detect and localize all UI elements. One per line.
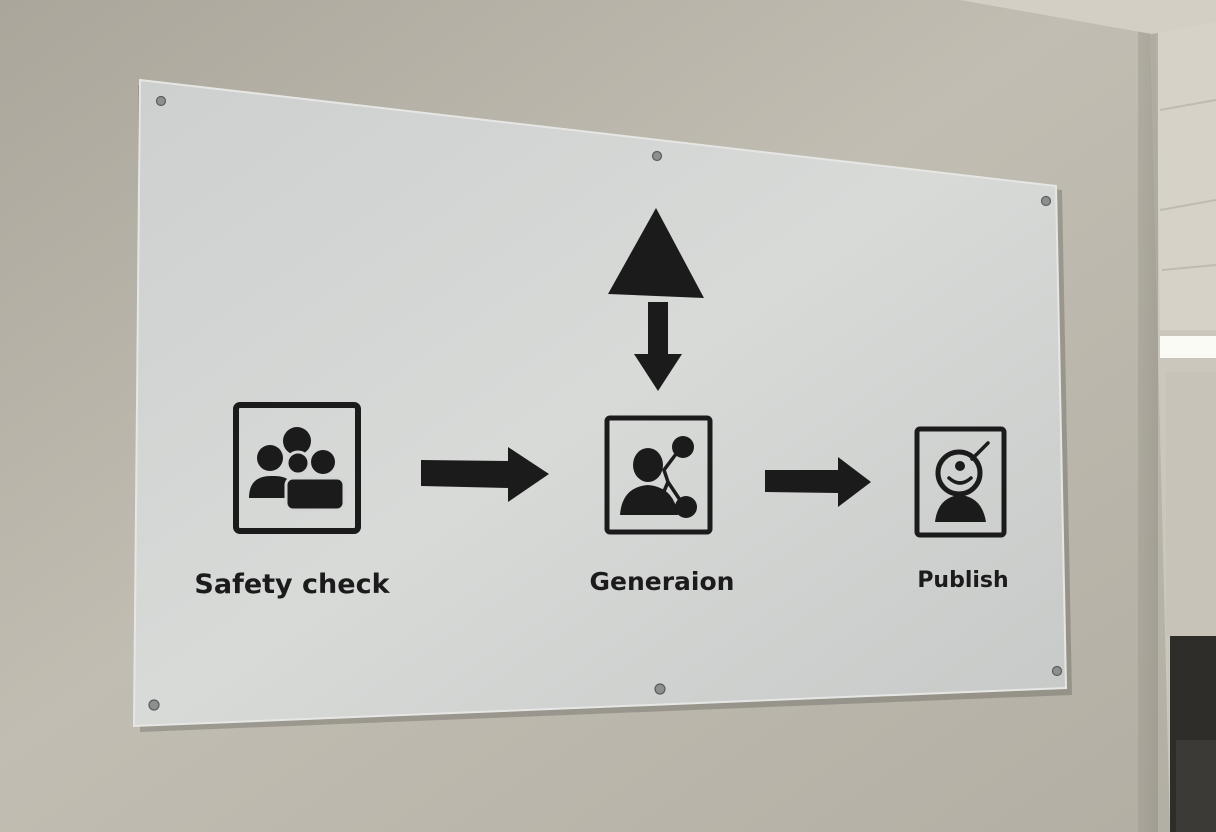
person-network-icon: [604, 415, 713, 535]
step-label-generation: Generaion: [590, 567, 735, 596]
right-arrow-icon: [421, 447, 549, 502]
sign-panel: [132, 78, 1068, 728]
screw: [148, 699, 160, 711]
ceiling-light: [1160, 336, 1216, 358]
screw: [654, 683, 666, 695]
step-label-publish: Publish: [917, 568, 1008, 593]
corridor-opening: [1150, 0, 1216, 832]
down-arrow-icon: [634, 302, 682, 391]
screw: [1040, 195, 1052, 207]
up-triangle-arrow-icon: [608, 208, 704, 298]
people-group-icon: [233, 402, 361, 534]
camera-person-icon: [914, 426, 1007, 538]
right-arrow-icon: [765, 457, 871, 507]
step-label-safety-check: Safety check: [194, 569, 390, 600]
screw: [155, 95, 167, 107]
screw: [1051, 665, 1063, 677]
mounting-screws: [148, 95, 1063, 711]
screw: [651, 150, 663, 162]
